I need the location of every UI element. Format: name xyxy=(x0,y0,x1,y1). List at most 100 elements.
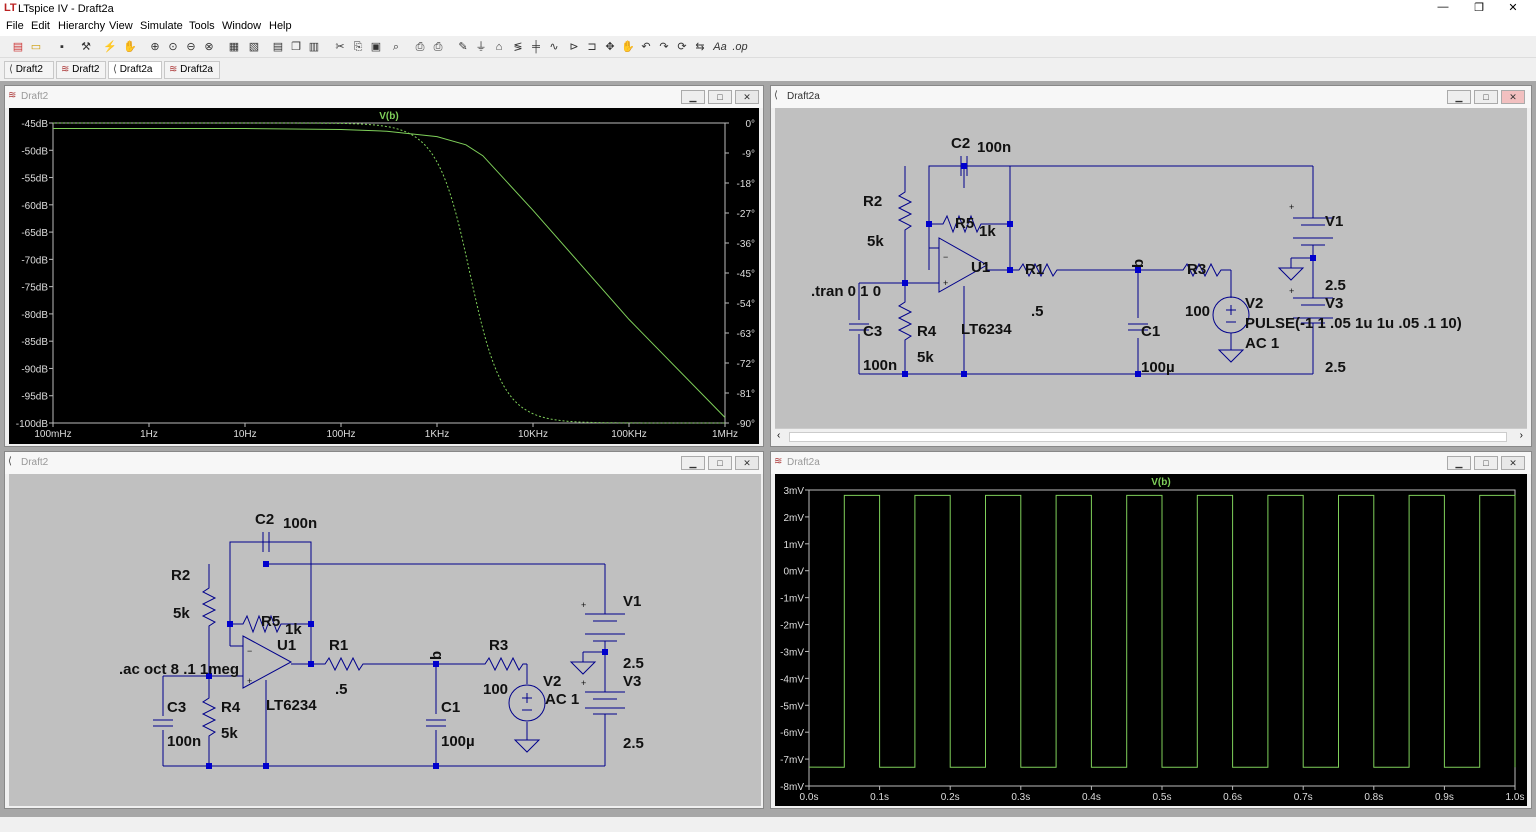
r1-label[interactable]: R1 xyxy=(329,637,348,654)
r3-label[interactable]: R3 xyxy=(489,637,508,654)
r2-value[interactable]: 5k xyxy=(173,605,190,622)
schematic-canvas[interactable]: C2 100n R2 5k R5 1k U1 LT6234 R1 .5 R3 1… xyxy=(9,474,761,806)
c2-label[interactable]: C2 xyxy=(255,511,274,528)
zoom-fit-icon[interactable]: ⊗ xyxy=(204,41,214,53)
net-label-b[interactable]: b xyxy=(428,651,445,660)
print-preview-icon[interactable]: ⎙ xyxy=(415,41,425,53)
menu-simulate[interactable]: Simulate xyxy=(140,20,183,32)
open-folder-icon[interactable]: ▭ xyxy=(30,41,42,53)
v3-label[interactable]: V3 xyxy=(1325,295,1343,312)
r3-value[interactable]: 100 xyxy=(483,681,508,698)
magnitude-trace[interactable] xyxy=(53,128,726,418)
tab-draft2a-waveform[interactable]: ≋ Draft2a xyxy=(164,61,220,79)
label-net-icon[interactable]: ⌂ xyxy=(495,41,503,53)
menu-window[interactable]: Window xyxy=(222,20,262,32)
menu-edit[interactable]: Edit xyxy=(31,20,50,32)
c3-label[interactable]: C3 xyxy=(863,323,882,340)
zoom-out-icon[interactable]: ⊖ xyxy=(186,41,196,53)
close-button[interactable]: ✕ xyxy=(735,90,759,104)
run-icon[interactable]: ⚡ xyxy=(103,41,117,53)
r2-label[interactable]: R2 xyxy=(863,193,882,210)
zoom-in-icon[interactable]: ⊕ xyxy=(150,41,160,53)
v2-label[interactable]: V2 xyxy=(543,673,561,690)
v2-ac-spec[interactable]: AC 1 xyxy=(545,691,579,708)
v2-label[interactable]: V2 xyxy=(1245,295,1263,312)
transient-plot[interactable]: V(b) 3mV2mV1mV0mV-1mV-2mV-3mV-4mV-5mV-6m… xyxy=(775,474,1527,806)
minimize-button[interactable]: — xyxy=(1437,1,1449,13)
c3-value[interactable]: 100n xyxy=(863,357,897,374)
menu-help[interactable]: Help xyxy=(269,20,292,32)
v1-value[interactable]: 2.5 xyxy=(623,655,644,672)
scroll-right-icon[interactable]: › xyxy=(1519,430,1523,441)
autorange-icon[interactable]: ▦ xyxy=(228,41,240,53)
mirror-icon[interactable]: ⇆ xyxy=(695,41,705,53)
find-icon[interactable]: ⌕ xyxy=(392,41,400,53)
spice-directive-icon[interactable]: .op xyxy=(732,41,748,53)
move-icon[interactable]: ✥ xyxy=(605,41,615,53)
maximize-button[interactable]: □ xyxy=(1474,456,1498,470)
r4-label[interactable]: R4 xyxy=(917,323,937,340)
maximize-button[interactable]: □ xyxy=(1474,90,1498,104)
window-titlebar[interactable]: ≋ Draft2 ▁ □ ✕ xyxy=(5,86,763,108)
r4-value[interactable]: 5k xyxy=(917,349,934,366)
rotate-icon[interactable]: ⟳ xyxy=(677,41,687,53)
v1-label[interactable]: V1 xyxy=(623,593,641,610)
redo-icon[interactable]: ↷ xyxy=(659,41,669,53)
control-panel-icon[interactable]: ⚒ xyxy=(81,41,91,53)
c1-label[interactable]: C1 xyxy=(441,699,460,716)
r4-value[interactable]: 5k xyxy=(221,725,238,742)
tile-horizontal-icon[interactable]: ▤ xyxy=(272,41,284,53)
restore-button[interactable]: ❐ xyxy=(1474,2,1484,14)
c3-label[interactable]: C3 xyxy=(167,699,186,716)
copy-icon[interactable]: ⎘ xyxy=(353,41,363,53)
menu-view[interactable]: View xyxy=(109,20,133,32)
tile-vertical-icon[interactable]: ▥ xyxy=(308,41,320,53)
minimize-button[interactable]: ▁ xyxy=(1447,456,1471,470)
zoom-pan-icon[interactable]: ⊙ xyxy=(168,41,178,53)
tab-draft2-schematic[interactable]: ⟨ Draft2 xyxy=(4,61,54,79)
text-icon[interactable]: Aa xyxy=(713,41,727,53)
resistor-icon[interactable]: ≶ xyxy=(513,41,523,53)
close-button[interactable]: ✕ xyxy=(1501,456,1525,470)
r2-label[interactable]: R2 xyxy=(171,567,190,584)
maximize-button[interactable]: □ xyxy=(708,456,732,470)
r1-value[interactable]: .5 xyxy=(335,681,348,698)
delete-traces-icon[interactable]: ▧ xyxy=(248,41,260,53)
r4-label[interactable]: R4 xyxy=(221,699,241,716)
u1-label[interactable]: U1 xyxy=(277,637,296,654)
menu-hierarchy[interactable]: Hierarchy xyxy=(58,20,106,32)
c1-value[interactable]: 100µ xyxy=(441,733,475,750)
r3-value[interactable]: 100 xyxy=(1185,303,1210,320)
drag-icon[interactable]: ✋ xyxy=(621,41,635,53)
inductor-icon[interactable]: ∿ xyxy=(549,41,559,53)
c2-value[interactable]: 100n xyxy=(977,139,1011,156)
window-titlebar[interactable]: ⟨ Draft2 ▁ □ ✕ xyxy=(5,452,763,474)
component-icon[interactable]: ⊐ xyxy=(587,41,597,53)
net-label-b[interactable]: b xyxy=(1130,259,1147,268)
c2-value[interactable]: 100n xyxy=(283,515,317,532)
schematic-canvas[interactable]: C2 100n R2 5k R5 1k U1 LT6234 R1 .5 R3 1… xyxy=(775,108,1527,428)
trace-label[interactable]: V(b) xyxy=(379,111,398,122)
pulse-trace[interactable] xyxy=(808,494,1516,768)
maximize-button[interactable]: □ xyxy=(708,90,732,104)
print-icon[interactable]: ⎙ xyxy=(433,41,443,53)
diode-icon[interactable]: ⊳ xyxy=(569,41,579,53)
menu-file[interactable]: File xyxy=(6,20,24,32)
ground-icon[interactable]: ⏚ xyxy=(475,41,487,53)
capacitor-icon[interactable]: ╪ xyxy=(532,41,540,53)
scrollbar-thumb[interactable] xyxy=(789,432,1507,442)
r5-label[interactable]: R5 xyxy=(955,215,974,232)
r5-value[interactable]: 1k xyxy=(285,621,302,638)
close-button[interactable]: ✕ xyxy=(1508,2,1518,14)
window-titlebar[interactable]: ≋ Draft2a ▁ □ ✕ xyxy=(771,452,1531,474)
r2-value[interactable]: 5k xyxy=(867,233,884,250)
halt-icon[interactable]: ✋ xyxy=(123,41,137,53)
undo-icon[interactable]: ↶ xyxy=(641,41,651,53)
scroll-left-icon[interactable]: ‹ xyxy=(777,430,781,441)
menu-tools[interactable]: Tools xyxy=(189,20,215,32)
v3-value[interactable]: 2.5 xyxy=(623,735,644,752)
spice-directive[interactable]: .ac oct 8 .1 1meg xyxy=(119,661,239,678)
minimize-button[interactable]: ▁ xyxy=(681,90,705,104)
window-titlebar[interactable]: ⟨ Draft2a ▁ □ ✕ xyxy=(771,86,1531,108)
bode-plot[interactable]: V(b) -45dB-50dB-55dB-60dB-65dB-70dB-75dB… xyxy=(9,108,759,444)
